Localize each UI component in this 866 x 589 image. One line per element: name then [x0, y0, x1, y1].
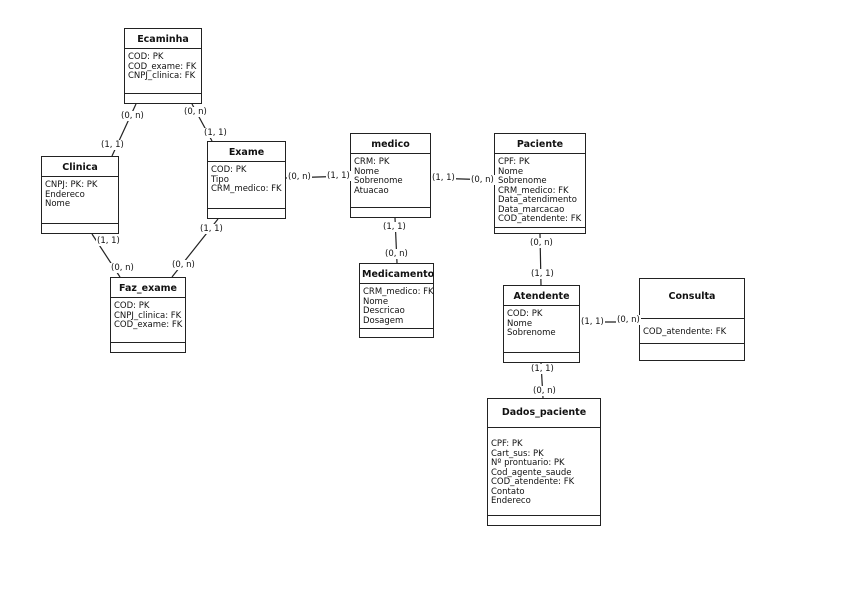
- attribute: CNPJ_clinica: FK: [128, 71, 196, 81]
- entity-attributes: COD: PK CNPJ_clinica: FK COD_exame: FK: [111, 298, 185, 342]
- attribute: Data_marcacao: [498, 204, 565, 215]
- entity-attributes: CRM_medico: FK Nome Descricao Dosagem: [360, 284, 434, 328]
- entity-title: Clinica: [42, 157, 118, 177]
- entity-footer: [360, 328, 433, 337]
- entity-exame[interactable]: Exame COD: PK Tipo CRM_medico: FK: [207, 141, 286, 219]
- entity-footer: [42, 223, 118, 233]
- cardinality-label: (0, n): [532, 386, 557, 396]
- attribute: Descricao: [363, 306, 405, 316]
- cardinality-label: (1, 1): [580, 317, 605, 327]
- attribute: COD: PK: [507, 309, 543, 319]
- entity-attributes: COD: PK Nome Sobrenome: [504, 306, 579, 352]
- cardinality-label: (1, 1): [431, 173, 456, 183]
- attribute: Nome: [507, 318, 533, 329]
- attribute: COD_exame: FK: [114, 320, 183, 330]
- attribute: Data_atendimento: [498, 195, 577, 205]
- entity-footer: [488, 515, 600, 525]
- entity-title: Faz_exame: [111, 278, 185, 298]
- entity-attributes: COD_atendente: FK: [640, 319, 744, 343]
- entity-footer: [504, 352, 579, 362]
- attribute: Atuacao: [354, 185, 389, 196]
- entity-clinica[interactable]: Clinica CNPJ: PK: PK Endereco Nome: [41, 156, 119, 234]
- attribute: Cod_agente_saude: [491, 467, 572, 478]
- cardinality-label: (0, n): [470, 175, 495, 185]
- attribute: CNPJ_clinica: FK: [114, 310, 182, 321]
- cardinality-label: (0, n): [529, 238, 554, 248]
- attribute: Sobrenome: [507, 328, 556, 338]
- entity-attributes: CPF: PK Nome Sobrenome CRM_medico: FK Da…: [495, 154, 585, 227]
- attribute: Cart_sus: PK: [491, 448, 544, 459]
- cardinality-label: (1, 1): [199, 224, 224, 234]
- entity-ecaminha[interactable]: Ecaminha COD: PK COD_exame: FK CNPJ_clin…: [124, 28, 202, 104]
- entity-footer: [351, 207, 430, 217]
- attribute: Tipo: [211, 174, 229, 185]
- entity-attributes: CRM: PK Nome Sobrenome Atuacao: [351, 154, 430, 207]
- cardinality-label: (0, n): [110, 263, 135, 273]
- entity-attributes: CPF: PK Cart_sus: PK Nº prontuario: PK C…: [488, 428, 600, 515]
- entity-title: Atendente: [504, 286, 579, 306]
- entity-footer: [125, 93, 201, 103]
- attribute: COD_exame: FK: [128, 61, 197, 72]
- attribute: CRM_medico: FK: [498, 185, 569, 196]
- entity-title: Exame: [208, 142, 285, 162]
- cardinality-label: (1, 1): [96, 236, 121, 246]
- attribute: CRM: PK: [354, 157, 390, 167]
- attribute: COD: PK: [128, 52, 164, 62]
- entity-paciente[interactable]: Paciente CPF: PK Nome Sobrenome CRM_medi…: [494, 133, 586, 234]
- attribute: CNPJ: PK: PK: [45, 180, 98, 190]
- cardinality-label: (1, 1): [382, 222, 407, 232]
- entity-attributes: COD: PK COD_exame: FK CNPJ_clinica: FK: [125, 49, 201, 93]
- attribute: Contato: [491, 486, 525, 497]
- entity-footer: [640, 343, 744, 360]
- entity-title: Consulta: [640, 279, 744, 319]
- attribute: COD: PK: [114, 301, 150, 311]
- attribute: CPF: PK: [491, 439, 523, 449]
- entity-dados-paciente[interactable]: Dados_paciente CPF: PK Cart_sus: PK Nº p…: [487, 398, 601, 526]
- attribute: Dosagem: [363, 315, 404, 326]
- attribute: Endereco: [491, 496, 531, 506]
- entity-attributes: CNPJ: PK: PK Endereco Nome: [42, 177, 118, 223]
- entity-footer: [111, 342, 185, 352]
- entity-title: Dados_paciente: [488, 399, 600, 428]
- attribute: COD: PK: [211, 165, 247, 175]
- attribute: Sobrenome: [498, 176, 547, 186]
- entity-attributes: COD: PK Tipo CRM_medico: FK: [208, 162, 285, 208]
- cardinality-label: (0, n): [287, 172, 312, 182]
- entity-title: Medicamento: [360, 264, 434, 284]
- entity-medico[interactable]: medico CRM: PK Nome Sobrenome Atuacao: [350, 133, 431, 218]
- entity-footer: [495, 226, 585, 234]
- cardinality-label: (1, 1): [203, 128, 228, 138]
- entity-title: Paciente: [495, 134, 585, 154]
- entity-faz-exame[interactable]: Faz_exame COD: PK CNPJ_clinica: FK COD_e…: [110, 277, 186, 353]
- entity-atendente[interactable]: Atendente COD: PK Nome Sobrenome: [503, 285, 580, 363]
- attribute: Nome: [354, 166, 380, 177]
- cardinality-label: (0, n): [183, 107, 208, 117]
- attribute: CRM_medico: FK: [211, 184, 282, 194]
- cardinality-label: (0, n): [384, 249, 409, 259]
- cardinality-label: (1, 1): [530, 364, 555, 374]
- attribute: Nº prontuario: PK: [491, 458, 565, 468]
- attribute: COD_atendente: FK: [643, 327, 727, 337]
- attribute: Nome: [498, 166, 524, 177]
- attribute: Nome: [45, 199, 71, 209]
- attribute: CPF: PK: [498, 157, 530, 167]
- entity-title: Ecaminha: [125, 29, 201, 49]
- cardinality-label: (1, 1): [530, 269, 555, 279]
- attribute: COD_atendente: FK: [491, 477, 575, 487]
- attribute: CRM_medico: FK: [363, 287, 434, 297]
- entity-medicamento[interactable]: Medicamento CRM_medico: FK Nome Descrica…: [359, 263, 434, 338]
- entity-title: medico: [351, 134, 430, 154]
- cardinality-label: (0, n): [120, 111, 145, 121]
- cardinality-label: (1, 1): [326, 171, 351, 181]
- cardinality-label: (1, 1): [100, 140, 125, 150]
- attribute: Sobrenome: [354, 176, 403, 186]
- entity-footer: [208, 208, 285, 218]
- cardinality-label: (0, n): [171, 260, 196, 270]
- attribute: Endereco: [45, 189, 85, 200]
- attribute: Nome: [363, 296, 389, 307]
- cardinality-label: (0, n): [616, 315, 641, 325]
- attribute: COD_atendente: FK: [498, 214, 582, 224]
- entity-consulta[interactable]: Consulta COD_atendente: FK: [639, 278, 745, 361]
